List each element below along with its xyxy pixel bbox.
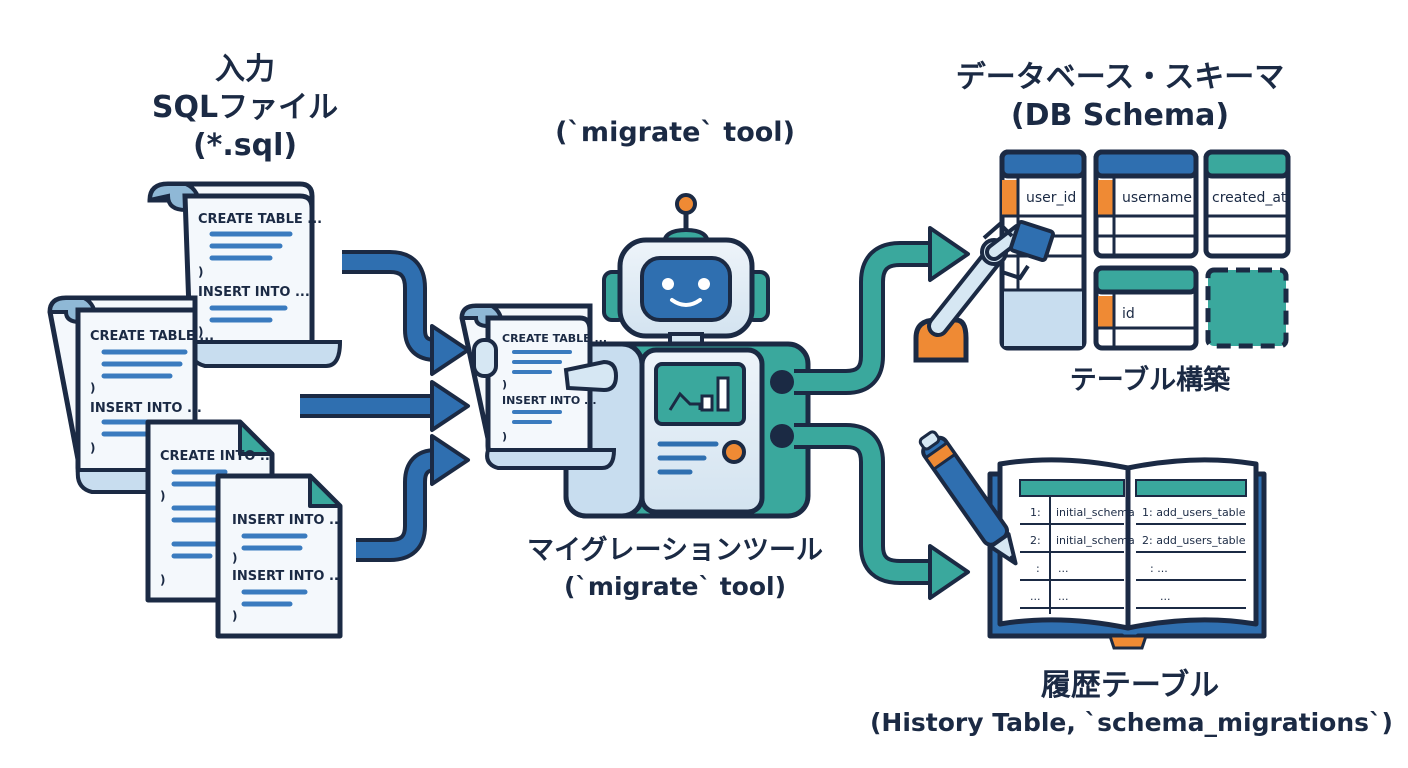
schema-tables: user_id username created_at id: [999, 149, 1291, 351]
page-middle-create-into: CREATE INTO ...: [160, 449, 275, 464]
svg-text:): ): [232, 609, 237, 623]
history-row-1-right: 1: add_users_table: [1142, 506, 1246, 519]
robot-held-scroll: CREATE TABLE ... ) INSERT INTO ... ): [459, 303, 619, 470]
schema-table-username: username: [1093, 149, 1199, 259]
svg-text:): ): [160, 573, 165, 587]
svg-text:): ): [90, 381, 95, 395]
robotic-arm: [913, 219, 1055, 363]
pen-icon: [918, 430, 1018, 566]
svg-text:): ): [198, 325, 203, 339]
schema-title: データベース・スキーマ: [955, 60, 1285, 95]
history-book: 1: initial_schema 1: add_users_table 2: …: [987, 457, 1267, 650]
tool-name: マイグレーションツール: [527, 535, 823, 566]
tool-top-label: (`migrate` tool): [555, 117, 795, 148]
schema-table-id: id: [1093, 265, 1199, 351]
column-username: username: [1122, 190, 1192, 206]
history-row-2-right: 2: add_users_table: [1142, 534, 1246, 547]
output-arrows: [794, 226, 970, 600]
antenna-bulb: [675, 193, 697, 215]
svg-text:...: ...: [1160, 590, 1171, 603]
column-id: id: [1122, 306, 1135, 322]
input-title-line1: 入力: [215, 52, 275, 87]
column-created-at: created_at: [1212, 190, 1287, 206]
svg-text:1:: 1:: [1030, 506, 1041, 519]
input-title-line3: (*.sql): [192, 128, 298, 163]
svg-text:...: ...: [1030, 590, 1041, 603]
svg-text:2:: 2:: [1030, 534, 1041, 547]
robot-button: [722, 440, 746, 464]
scroll-back-insert: INSERT INTO ...: [198, 285, 310, 300]
input-arrows: [300, 250, 470, 562]
held-table-block: [1009, 219, 1055, 263]
history-subtitle: (History Table, `schema_migrations`): [870, 708, 1393, 737]
migration-robot: [563, 193, 811, 519]
schema-table-created-at: created_at: [1203, 149, 1291, 259]
held-scroll-create: CREATE TABLE ...: [502, 332, 607, 345]
history-row-1-name: initial_schema: [1056, 506, 1135, 519]
scroll-back-paren: ): [198, 265, 203, 279]
svg-text:...: ...: [1058, 562, 1069, 575]
page-front-insert-2: INSERT INTO ...: [232, 569, 344, 584]
scroll-left-insert: INSERT INTO ...: [90, 401, 202, 416]
schema-table-placeholder: [1205, 267, 1289, 349]
svg-text:...: ...: [1058, 590, 1069, 603]
scroll-back-create: CREATE TABLE ...: [198, 212, 322, 227]
scroll-left-create: CREATE TABLE ...: [90, 329, 214, 344]
svg-text::: :: [1036, 562, 1040, 575]
svg-text:): ): [502, 430, 507, 443]
tool-sub: (`migrate` tool): [563, 572, 787, 601]
schema-subtitle: (DB Schema): [1010, 98, 1230, 133]
page-front-insert-1: INSERT INTO ...: [232, 513, 344, 528]
history-title: 履歴テーブル: [1040, 668, 1220, 703]
svg-text:): ): [232, 551, 237, 565]
input-title-line2: SQLファイル: [151, 90, 339, 125]
sql-scroll-back: CREATE TABLE ... ) INSERT INTO ... ): [147, 181, 343, 368]
svg-text:): ): [502, 378, 507, 391]
history-row-2-name: initial_schema: [1056, 534, 1135, 547]
svg-text:): ): [90, 441, 95, 455]
schema-caption: テーブル構築: [1069, 365, 1231, 396]
held-scroll-insert: INSERT INTO ...: [502, 394, 597, 407]
svg-text:: ...: : ...: [1150, 562, 1168, 575]
robot-chest-screen: [654, 362, 746, 426]
column-user-id: user_id: [1026, 190, 1076, 206]
svg-text:): ): [160, 489, 165, 503]
sql-page-front: INSERT INTO ... ) INSERT INTO ... ): [215, 473, 344, 639]
